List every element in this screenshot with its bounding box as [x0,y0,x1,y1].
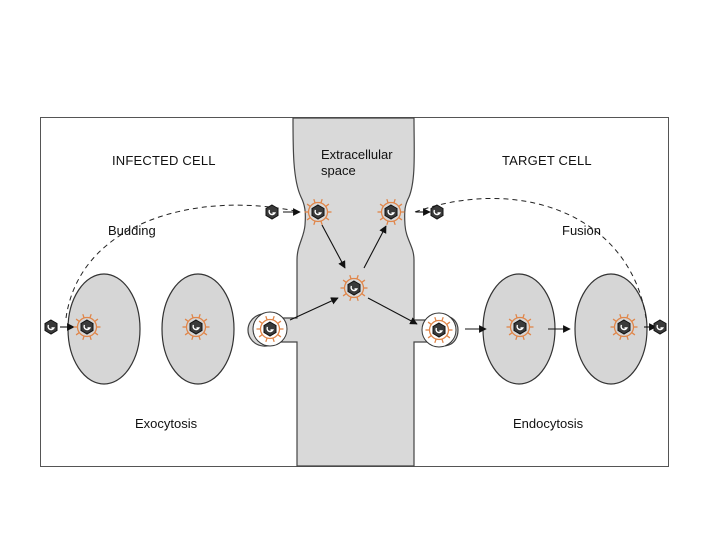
extracellular-label-line2: space [321,163,356,178]
target-cell-label: TARGET CELL [502,153,592,168]
endosome-virion-right [506,313,534,341]
endosome-virion-left [182,313,210,341]
free-capsid-top-left [265,204,279,220]
endocytosis-label: Endocytosis [513,416,584,431]
budding-dashed-path [65,204,301,319]
flow-arrows [60,208,657,333]
extracellular-label-line1: Extracellular [321,147,393,162]
endocytic-vesicle-virion [421,312,457,348]
free-capsid-right [653,319,667,335]
virions [44,198,667,348]
budding-virion-left [73,313,101,341]
infected-cell-label: INFECTED CELL [112,153,216,168]
budded-virion-top-left [304,198,332,226]
target-cell-outer [574,273,648,385]
free-capsid-top-right [430,204,444,220]
exocytic-vesicle-virion [252,311,288,347]
extracellular-virion [340,274,368,302]
fusing-virion-right [610,313,638,341]
infected-cell-outer [67,273,141,385]
fusing-virion-top-right [377,198,405,226]
budding-label: Budding [108,223,156,238]
fusion-dashed-path [414,198,647,319]
exocytosis-label: Exocytosis [135,416,198,431]
fusion-label: Fusion [562,223,601,238]
free-capsid-left [44,319,58,335]
